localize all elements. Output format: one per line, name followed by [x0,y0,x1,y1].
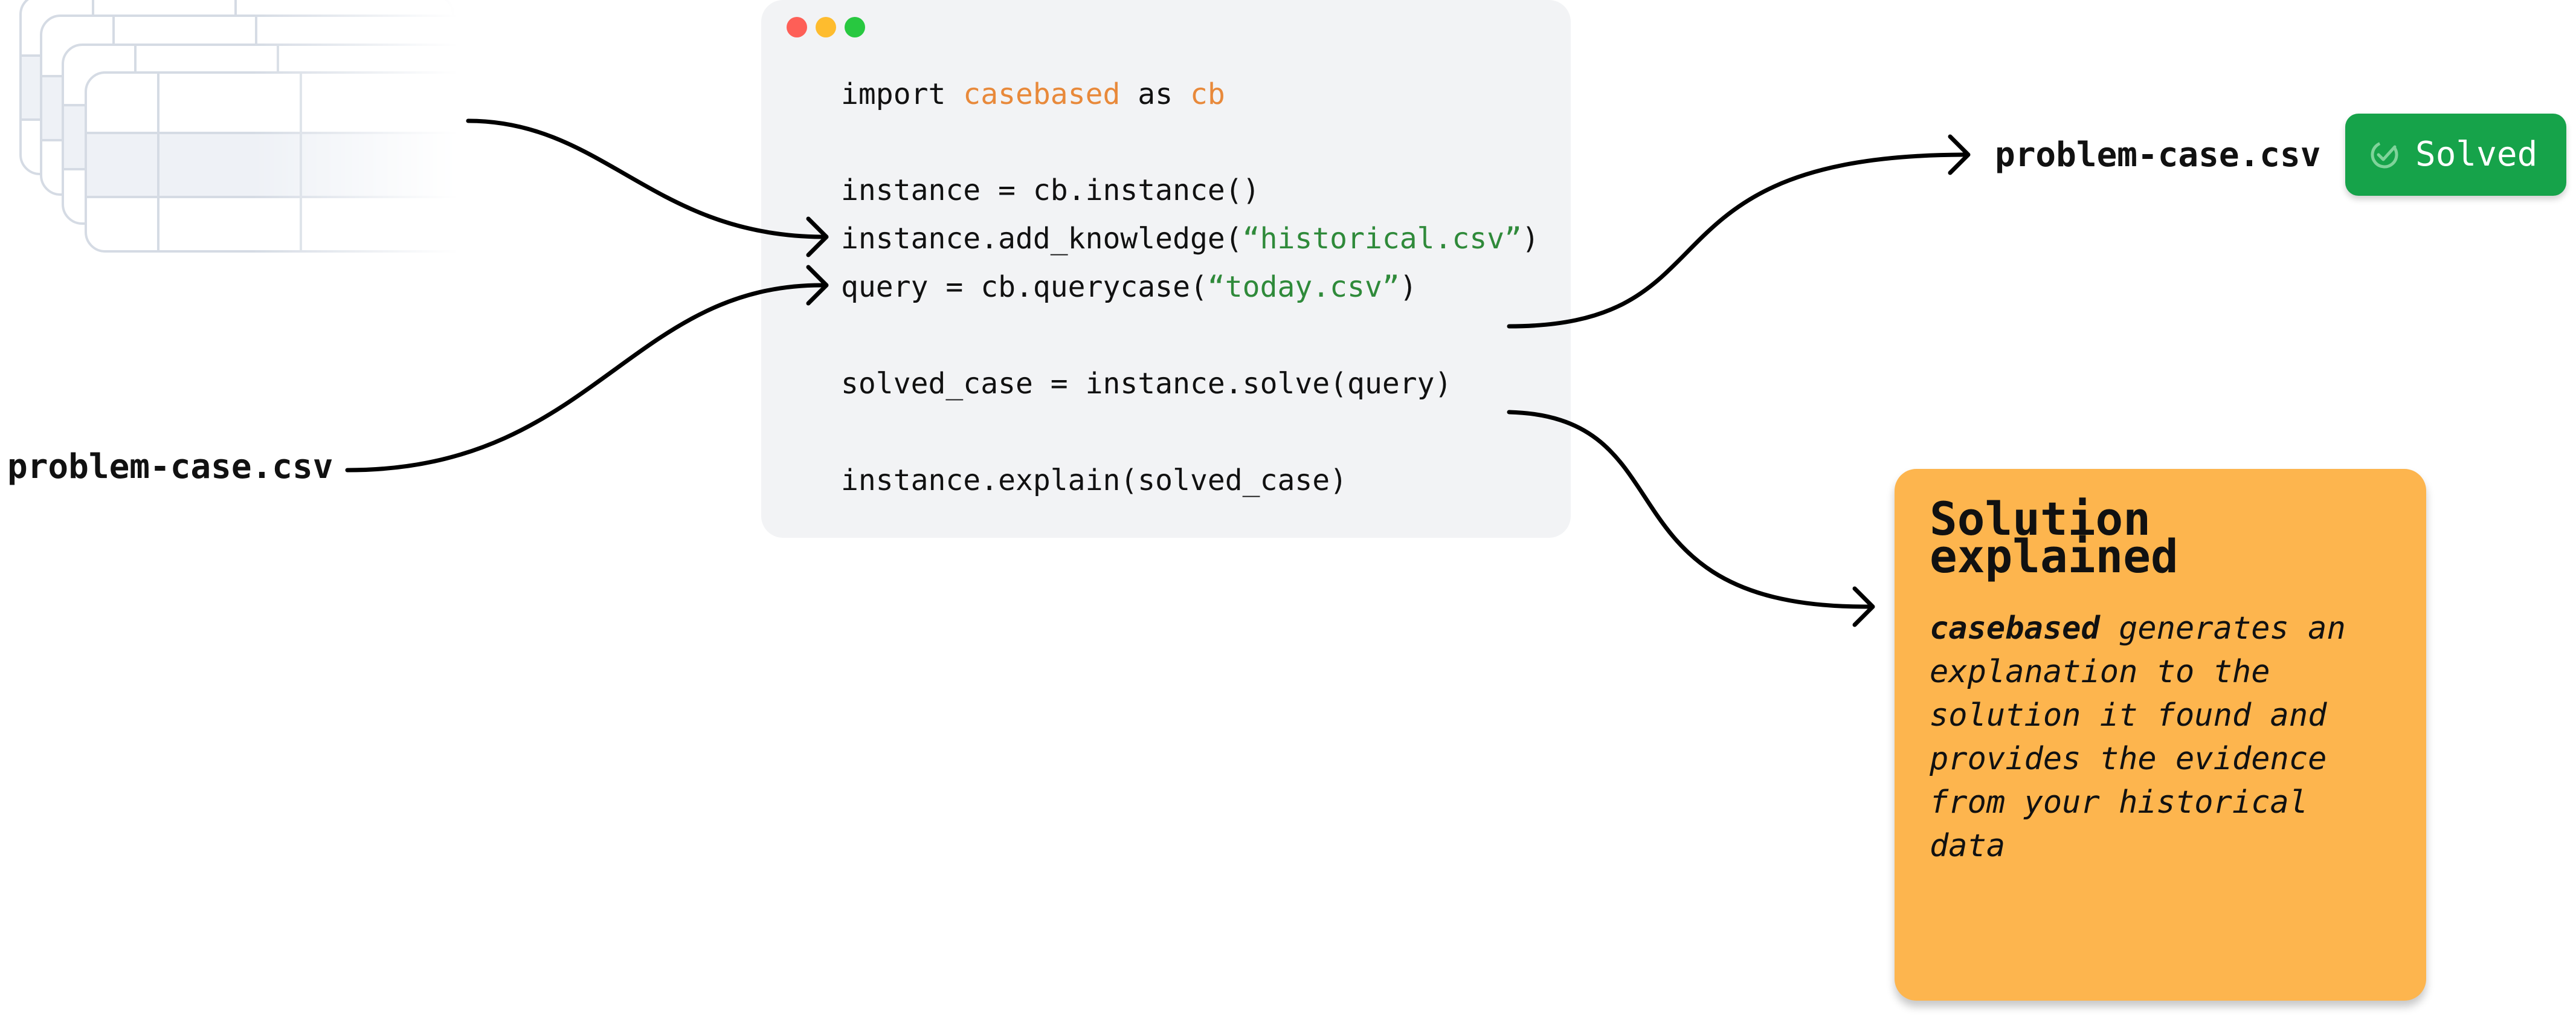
arrow-code-to-explanation [1507,410,1870,609]
minimize-dot-icon [816,17,836,37]
code-line-import: import casebased as cb [841,77,1225,111]
arrowhead-knowledge [806,216,829,257]
explanation-text: generates an explanation to the solution… [1930,610,2346,864]
arrow-problem-to-code [345,283,824,473]
check-circle-icon [2371,141,2398,169]
code-line-explain: instance.explain(solved_case) [841,463,1348,497]
explanation-brand: casebased [1930,610,2100,647]
problem-case-input-label: problem-case.csv [7,447,333,486]
explanation-title: Solution explained [1930,492,2178,583]
code-line-query: query = cb.querycase(“today.csv”) [841,270,1417,304]
arrowhead-explanation [1852,586,1875,627]
maximize-dot-icon [845,17,865,37]
arrow-code-to-solved [1507,152,1966,329]
arrow-knowledge-to-code [466,118,824,239]
explanation-card: Solution explained casebased generates a… [1895,469,2426,1001]
solved-badge-label: Solved [2415,135,2538,174]
historical-data-sheets [0,0,520,266]
code-line-add-knowledge: instance.add_knowledge(“historical.csv”) [841,222,1539,256]
code-window: import casebased as cb instance = cb.ins… [761,0,1571,538]
arrowhead-solved [1948,134,1971,175]
arrowhead-problem [806,265,829,306]
close-dot-icon [787,17,807,37]
explanation-body: casebased generates an explanation to th… [1930,607,2395,868]
solved-badge: Solved [2345,114,2566,196]
code-line-solve: solved_case = instance.solve(query) [841,367,1452,401]
data-sheet [85,71,520,253]
code-line-instance: instance = cb.instance() [841,173,1260,207]
problem-case-output-label: problem-case.csv [1995,135,2321,175]
